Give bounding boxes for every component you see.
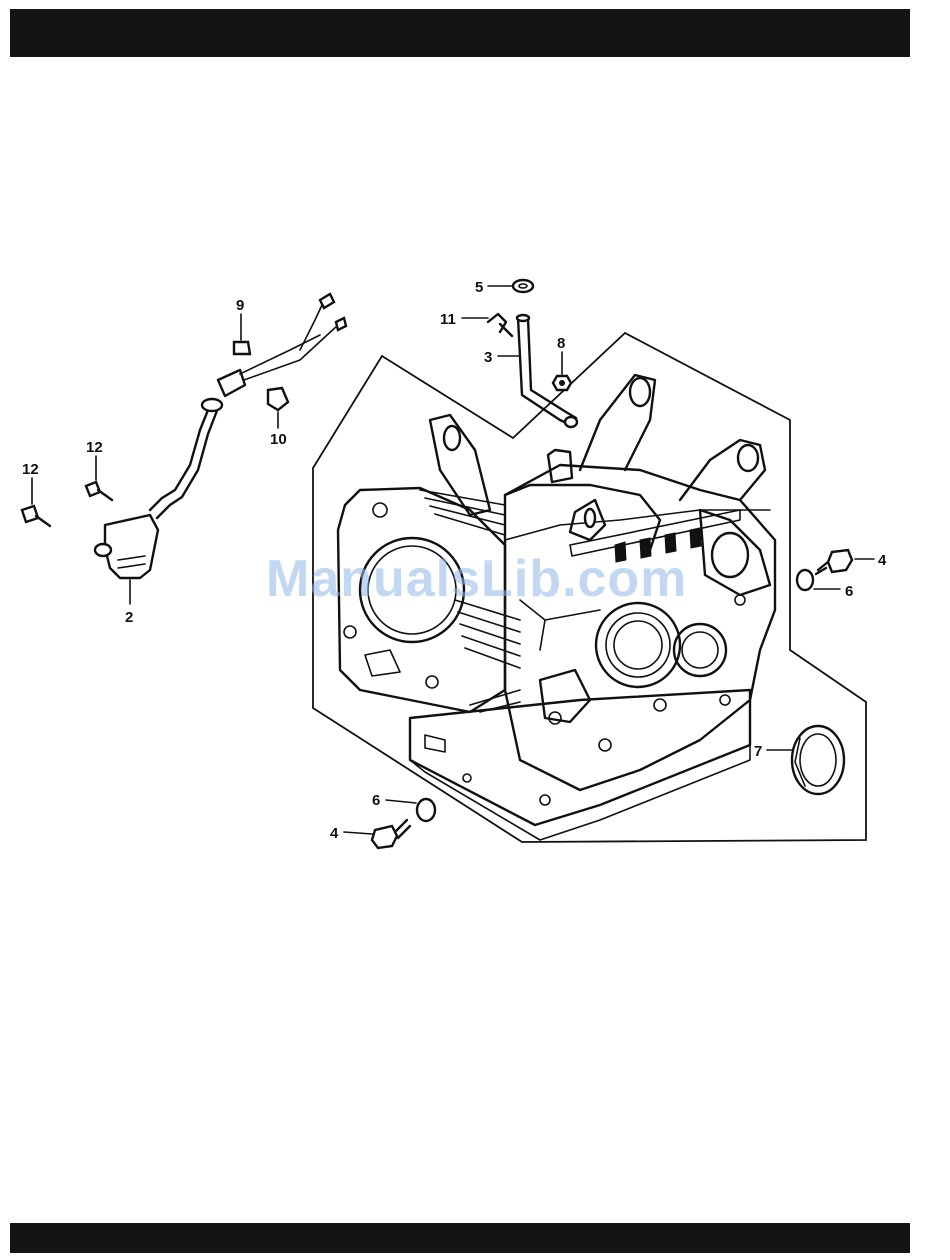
part-6-washer-right [797,570,813,590]
part-7-oil-seal [792,726,844,794]
callout-5: 5 [475,279,483,296]
part-5-washer [513,280,533,292]
callout-10: 10 [270,431,287,448]
callout-2: 2 [125,609,133,626]
callout-6-bottom: 6 [372,792,380,809]
callout-4-bottom: 4 [330,825,339,842]
callout-7: 7 [754,743,762,760]
callout-11: 11 [440,311,456,328]
callout-6-right: 6 [845,583,853,600]
part-2-oil-alert-switch [95,294,346,578]
part-12-screw-b [22,506,50,526]
callout-4-right: 4 [878,552,887,569]
part-3-tube [517,315,577,427]
part-10-grommet [268,388,288,410]
part-12-screw-a [86,482,112,500]
part-8-nut-hole [560,381,565,386]
callout-3: 3 [484,349,492,366]
callout-8: 8 [557,335,565,352]
part-4-bolt-bottom [372,820,410,848]
watermark-text: ManualsLib.com [266,550,687,608]
callout-12-upper: 12 [86,439,103,456]
part-11-clip [488,314,512,336]
part-4-bolt-right [816,550,852,574]
callout-12-lower: 12 [22,461,39,478]
part-6-washer-bottom [417,799,435,821]
part-9-grommet [234,342,250,354]
crankcase-body [505,465,775,790]
callout-9: 9 [236,297,244,314]
